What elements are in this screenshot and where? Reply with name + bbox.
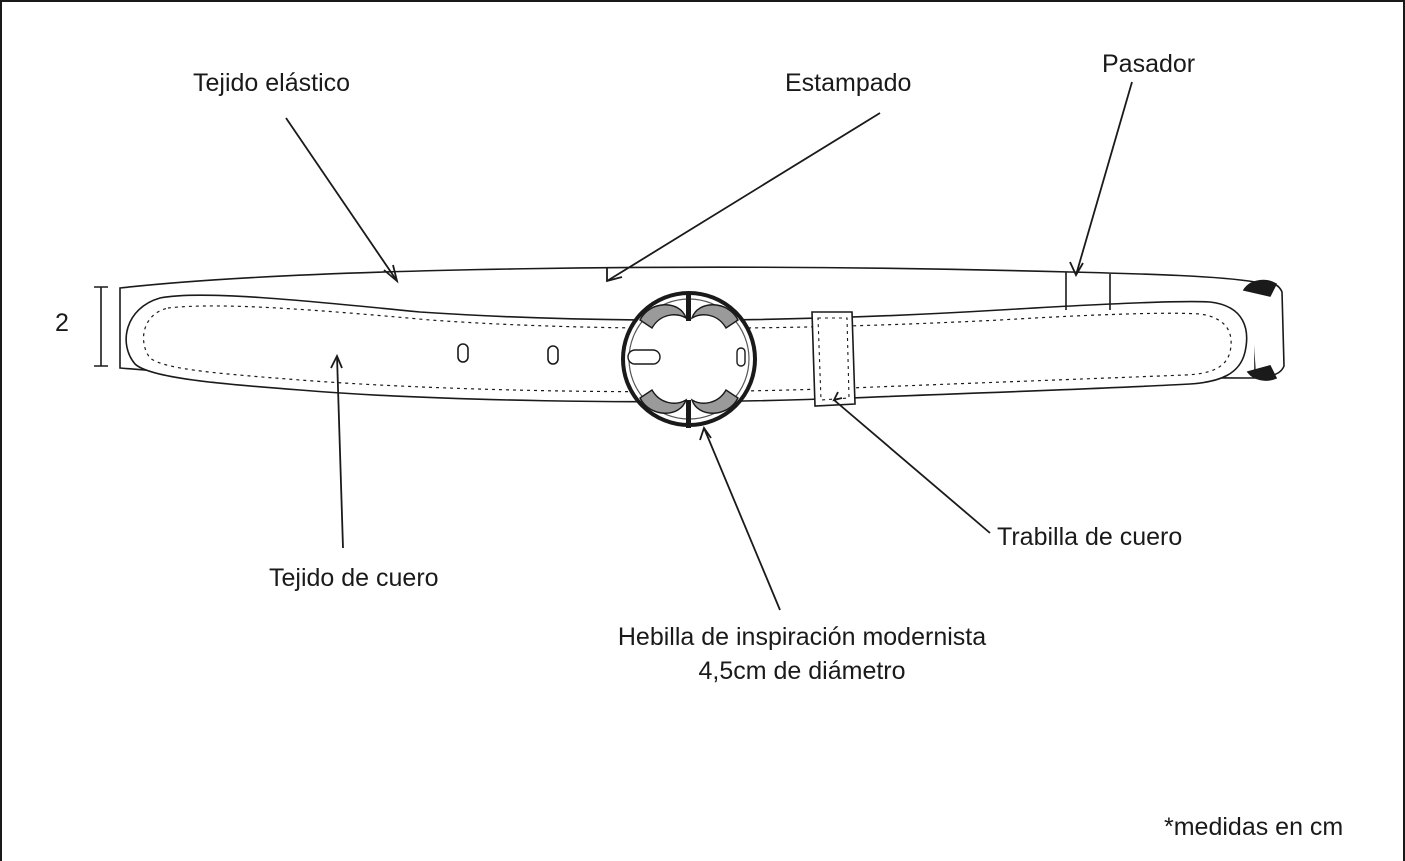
label-hebilla-diameter: 4,5cm de diámetro (698, 657, 906, 685)
leader-tejido-elastico (285, 117, 398, 282)
leader-pasador (1075, 81, 1133, 276)
label-estampado: Estampado (785, 69, 912, 97)
leader-lines (285, 81, 1133, 611)
dimension-bracket (94, 286, 108, 367)
leader-tejido-cuero (336, 355, 344, 549)
label-trabilla: Trabilla de cuero (997, 523, 1183, 551)
elastic-keeper (1065, 272, 1111, 310)
strap-hole (457, 343, 469, 363)
leader-hebilla (703, 427, 781, 611)
label-hebilla-title: Hebilla de inspiración modernista (617, 623, 987, 651)
footnote-units: *medidas en cm (1164, 813, 1344, 841)
label-pasador: Pasador (1102, 50, 1196, 78)
leader-estampado (606, 112, 881, 282)
arrow-heads (330, 261, 1084, 441)
label-tejido-elastico: Tejido elástico (193, 69, 351, 97)
buckle (621, 291, 757, 428)
dimension-value: 2 (55, 309, 69, 337)
label-tejido-cuero: Tejido de cuero (269, 564, 439, 592)
leather-keeper (811, 311, 856, 407)
strap-hole (547, 345, 559, 365)
leader-trabilla (833, 399, 991, 534)
